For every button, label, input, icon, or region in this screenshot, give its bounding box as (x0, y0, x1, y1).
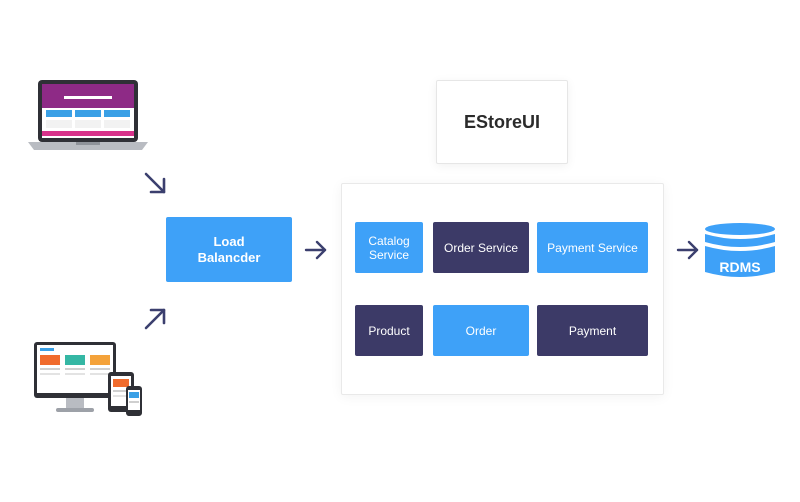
arrow-right-icon (304, 240, 327, 260)
services-panel: Catalog Service Order Service Payment Se… (341, 183, 664, 395)
database-label: RDMS (719, 259, 761, 275)
order-service-box: Order Service (433, 222, 529, 273)
estore-ui-label: EStoreUI (463, 111, 541, 132)
arrow-down-right-icon (144, 172, 166, 194)
database-icon: RDMS (703, 222, 777, 282)
payment-box: Payment (537, 305, 648, 356)
devices-icon (34, 342, 142, 416)
arrow-up-right-icon (144, 308, 166, 330)
payment-service-box: Payment Service (537, 222, 648, 273)
laptop-icon (28, 80, 148, 150)
order-box: Order (433, 305, 529, 356)
load-balancer-box: Load Balancder (166, 217, 292, 282)
arrow-right-icon (676, 240, 699, 260)
product-box: Product (355, 305, 423, 356)
estore-ui-box: EStoreUI (436, 80, 568, 164)
catalog-service-box: Catalog Service (355, 222, 423, 273)
